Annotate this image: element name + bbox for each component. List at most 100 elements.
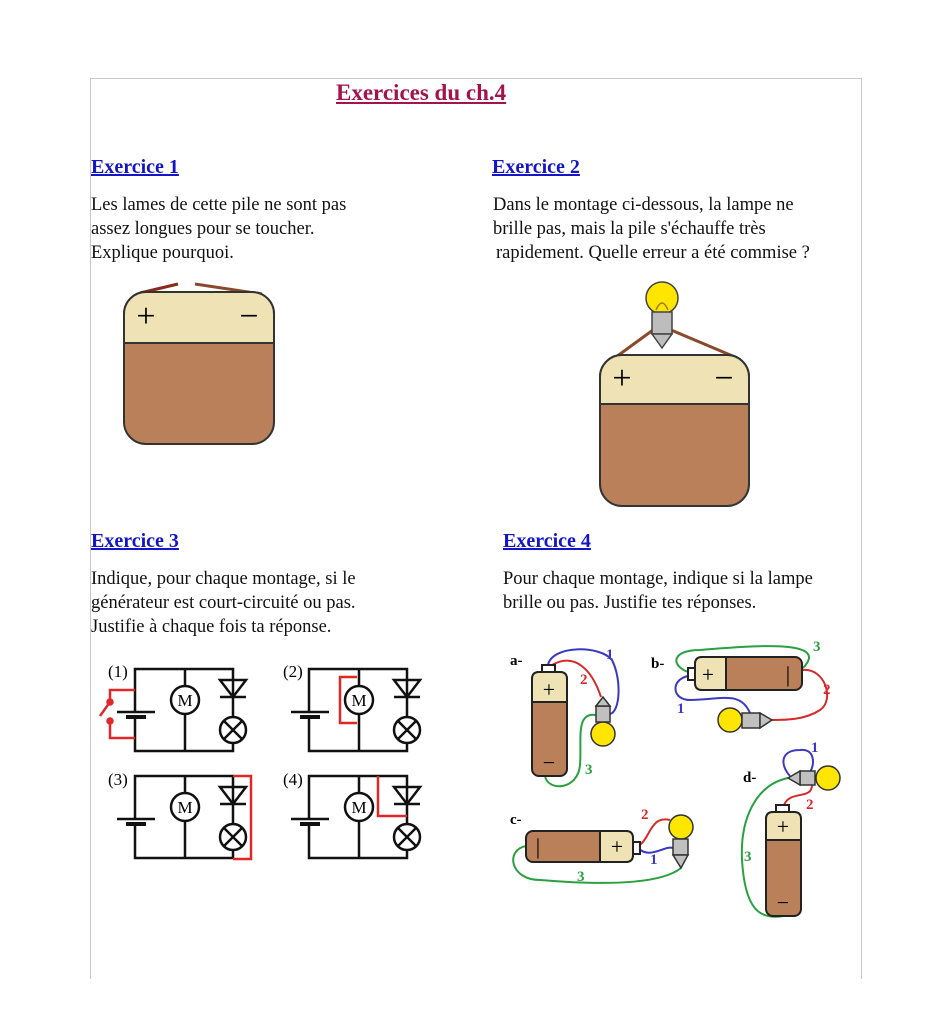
bulb-tip [594,695,612,707]
battery-terminal [541,664,556,673]
page-title: Exercices du ch.4 [336,80,507,105]
battery-top [765,811,802,841]
bar-sign: | [786,662,790,687]
montage-label: d- [743,770,756,786]
lamp-cross [397,827,417,847]
wire-label: 2 [641,807,649,823]
plus-sign: + [543,677,555,702]
minus-sign: − [777,890,789,915]
wire-label: 1 [811,740,819,756]
lamp-cross [223,720,243,740]
short-circuit-wire [376,776,407,818]
plus-sign: + [702,662,714,687]
circuit-2 [291,667,423,753]
plus-sign: + [612,360,631,397]
minus-sign: − [239,298,258,335]
text-line: Indique, pour chaque montage, si le [91,569,356,589]
battery-top [599,830,634,863]
wire-label: 2 [580,672,588,688]
battery-top [531,671,568,703]
text-line: assez longues pour se toucher. [91,219,315,239]
plus-sign: + [611,834,623,859]
circuit-label: (2) [283,662,303,681]
lamp-icon [645,281,679,350]
lamp-cross [223,827,243,847]
bulb-base [741,712,761,729]
battery-terminal [632,841,641,855]
motor-label: M [351,798,366,817]
circuit-label: (1) [108,662,128,681]
bulb-icon [668,814,694,840]
montage-label: c- [510,812,522,828]
wire-label: 3 [577,869,585,885]
short-circuit-wire [338,675,357,725]
text-line: Justifie à chaque fois ta réponse. [91,617,332,637]
wire-label: 3 [585,762,593,778]
circuit-label: (4) [283,770,303,789]
circuit-label: (3) [108,770,128,789]
montage-label: b- [651,656,664,672]
text-line: Pour chaque montage, indique si la lampe [503,569,813,589]
text-line: Dans le montage ci-dessous, la lampe ne [493,195,794,215]
plus-sign: + [777,814,789,839]
battery-terminal [775,804,790,813]
wire-label: 1 [650,852,658,868]
plus-sign: + [136,298,155,335]
wire-label: 2 [823,682,831,698]
wire-label: 1 [677,701,685,717]
montage-a [531,664,616,777]
motor-icon [169,684,201,716]
circuit-3 [117,774,249,860]
motor-label: M [351,691,366,710]
bulb-tip [786,769,801,787]
bulb-icon [815,765,841,791]
montage-d [765,765,841,917]
montage-b [687,656,803,733]
motor-label: M [177,798,192,817]
text-line: Les lames de cette pile ne sont pas [91,195,347,215]
wire-label: 2 [806,797,814,813]
bar-sign: | [536,834,540,859]
ex2-montage: + − [599,281,750,507]
minus-sign: − [714,360,733,397]
exercise-4-text: Pour chaque montage, indique si la lampe… [503,567,813,615]
battery-top [694,656,727,691]
motor-icon [169,791,201,823]
text-line: Explique pourquoi. [91,243,234,263]
exercise-2-text: Dans le montage ci-dessous, la lampe ne … [493,193,810,265]
bulb-icon [717,707,743,733]
montage-label: a- [510,653,523,669]
bulb-base [595,705,611,723]
lamp-cross [397,720,417,740]
bulb-base [672,838,689,856]
bulb-icon [590,721,616,747]
wire-label: 1 [606,647,614,663]
circuit-4 [291,774,423,860]
bulb-tip [759,711,774,730]
montage-c [525,814,694,870]
wire-label: 3 [744,849,752,865]
switch-wire [108,688,135,740]
diode-icon [217,678,249,700]
battery-terminal [687,667,696,681]
exercise-1-heading: Exercice 1 [91,156,179,178]
exercise-3-text: Indique, pour chaque montage, si le géné… [91,567,356,639]
text-line: brille pas, mais la pile s'échauffe très [493,219,766,239]
motor-icon [343,791,375,823]
circuit-1 [117,667,249,753]
ex1-battery: + − [123,282,275,445]
exercise-3-heading: Exercice 3 [91,530,179,552]
short-circuit-wire [233,774,253,861]
diode-icon [217,785,249,807]
text-line: générateur est court-circuité ou pas. [91,593,356,613]
circuit-wire [133,774,235,860]
exercise-2-heading: Exercice 2 [492,156,580,178]
diode-icon [391,785,423,807]
circuit-wire [307,667,409,753]
text-line: rapidement. Quelle erreur a été commise … [496,243,810,263]
page-frame [90,78,862,979]
motor-icon [343,684,375,716]
text-line: brille ou pas. Justifie tes réponses. [503,593,757,613]
